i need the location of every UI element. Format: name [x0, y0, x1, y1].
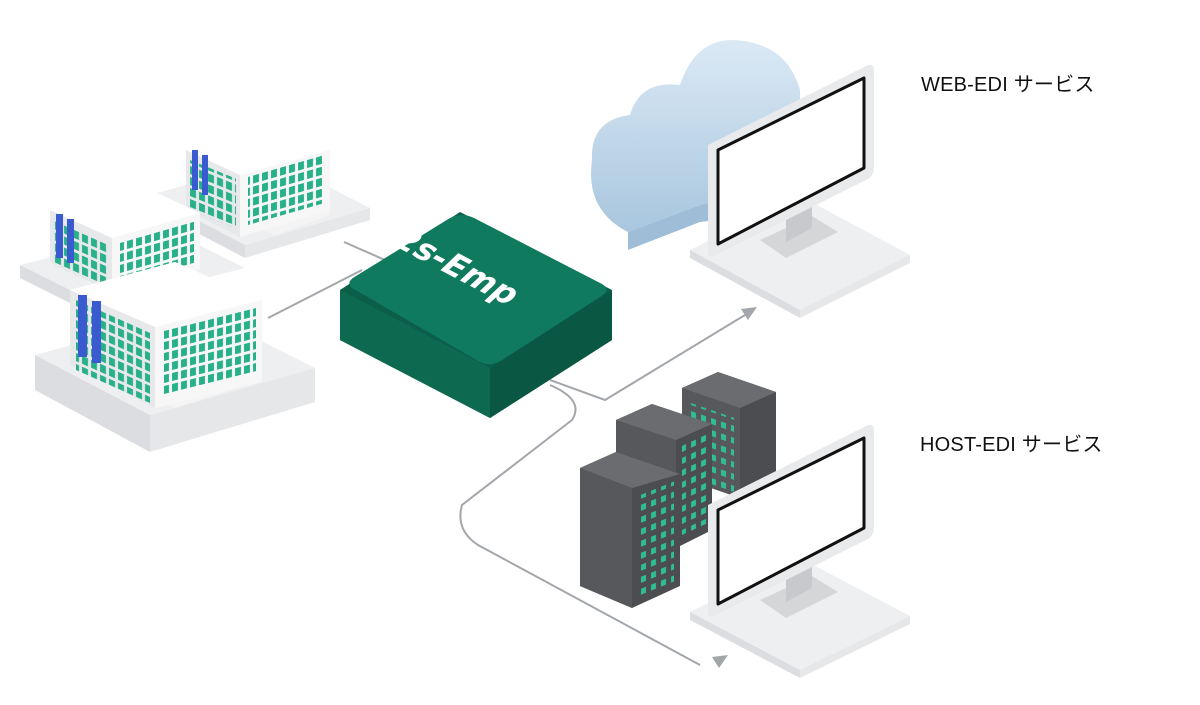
- connector-building-top: [343, 241, 386, 261]
- arrow-head-web: [741, 307, 757, 320]
- monitor-top-stand: [760, 216, 838, 258]
- office-building-icon: [20, 125, 370, 452]
- connector-lines: [267, 241, 746, 666]
- host-edi-service-label: HOST-EDI サービス: [920, 434, 1103, 456]
- connector-building-bottom: [267, 269, 363, 319]
- building-back: [186, 125, 330, 237]
- connector-to-host: [459, 384, 701, 666]
- arrow-heads: [712, 307, 757, 668]
- web-edi-service-label: WEB-EDI サービス: [921, 74, 1095, 96]
- server-rack-icon: [580, 372, 776, 608]
- edi-hub-device-icon: d2s-Emp: [340, 209, 612, 418]
- monitor-bottom-stand: [760, 576, 838, 618]
- arrow-head-host: [712, 655, 728, 668]
- server-rack-front: [580, 452, 680, 608]
- connector-to-web: [549, 314, 746, 402]
- monitor-icon: [690, 424, 910, 678]
- monitor-top-screen: [716, 76, 866, 246]
- monitor-bottom-screen: [716, 436, 866, 606]
- monitor-icon: [690, 64, 910, 318]
- building-front: [70, 262, 262, 408]
